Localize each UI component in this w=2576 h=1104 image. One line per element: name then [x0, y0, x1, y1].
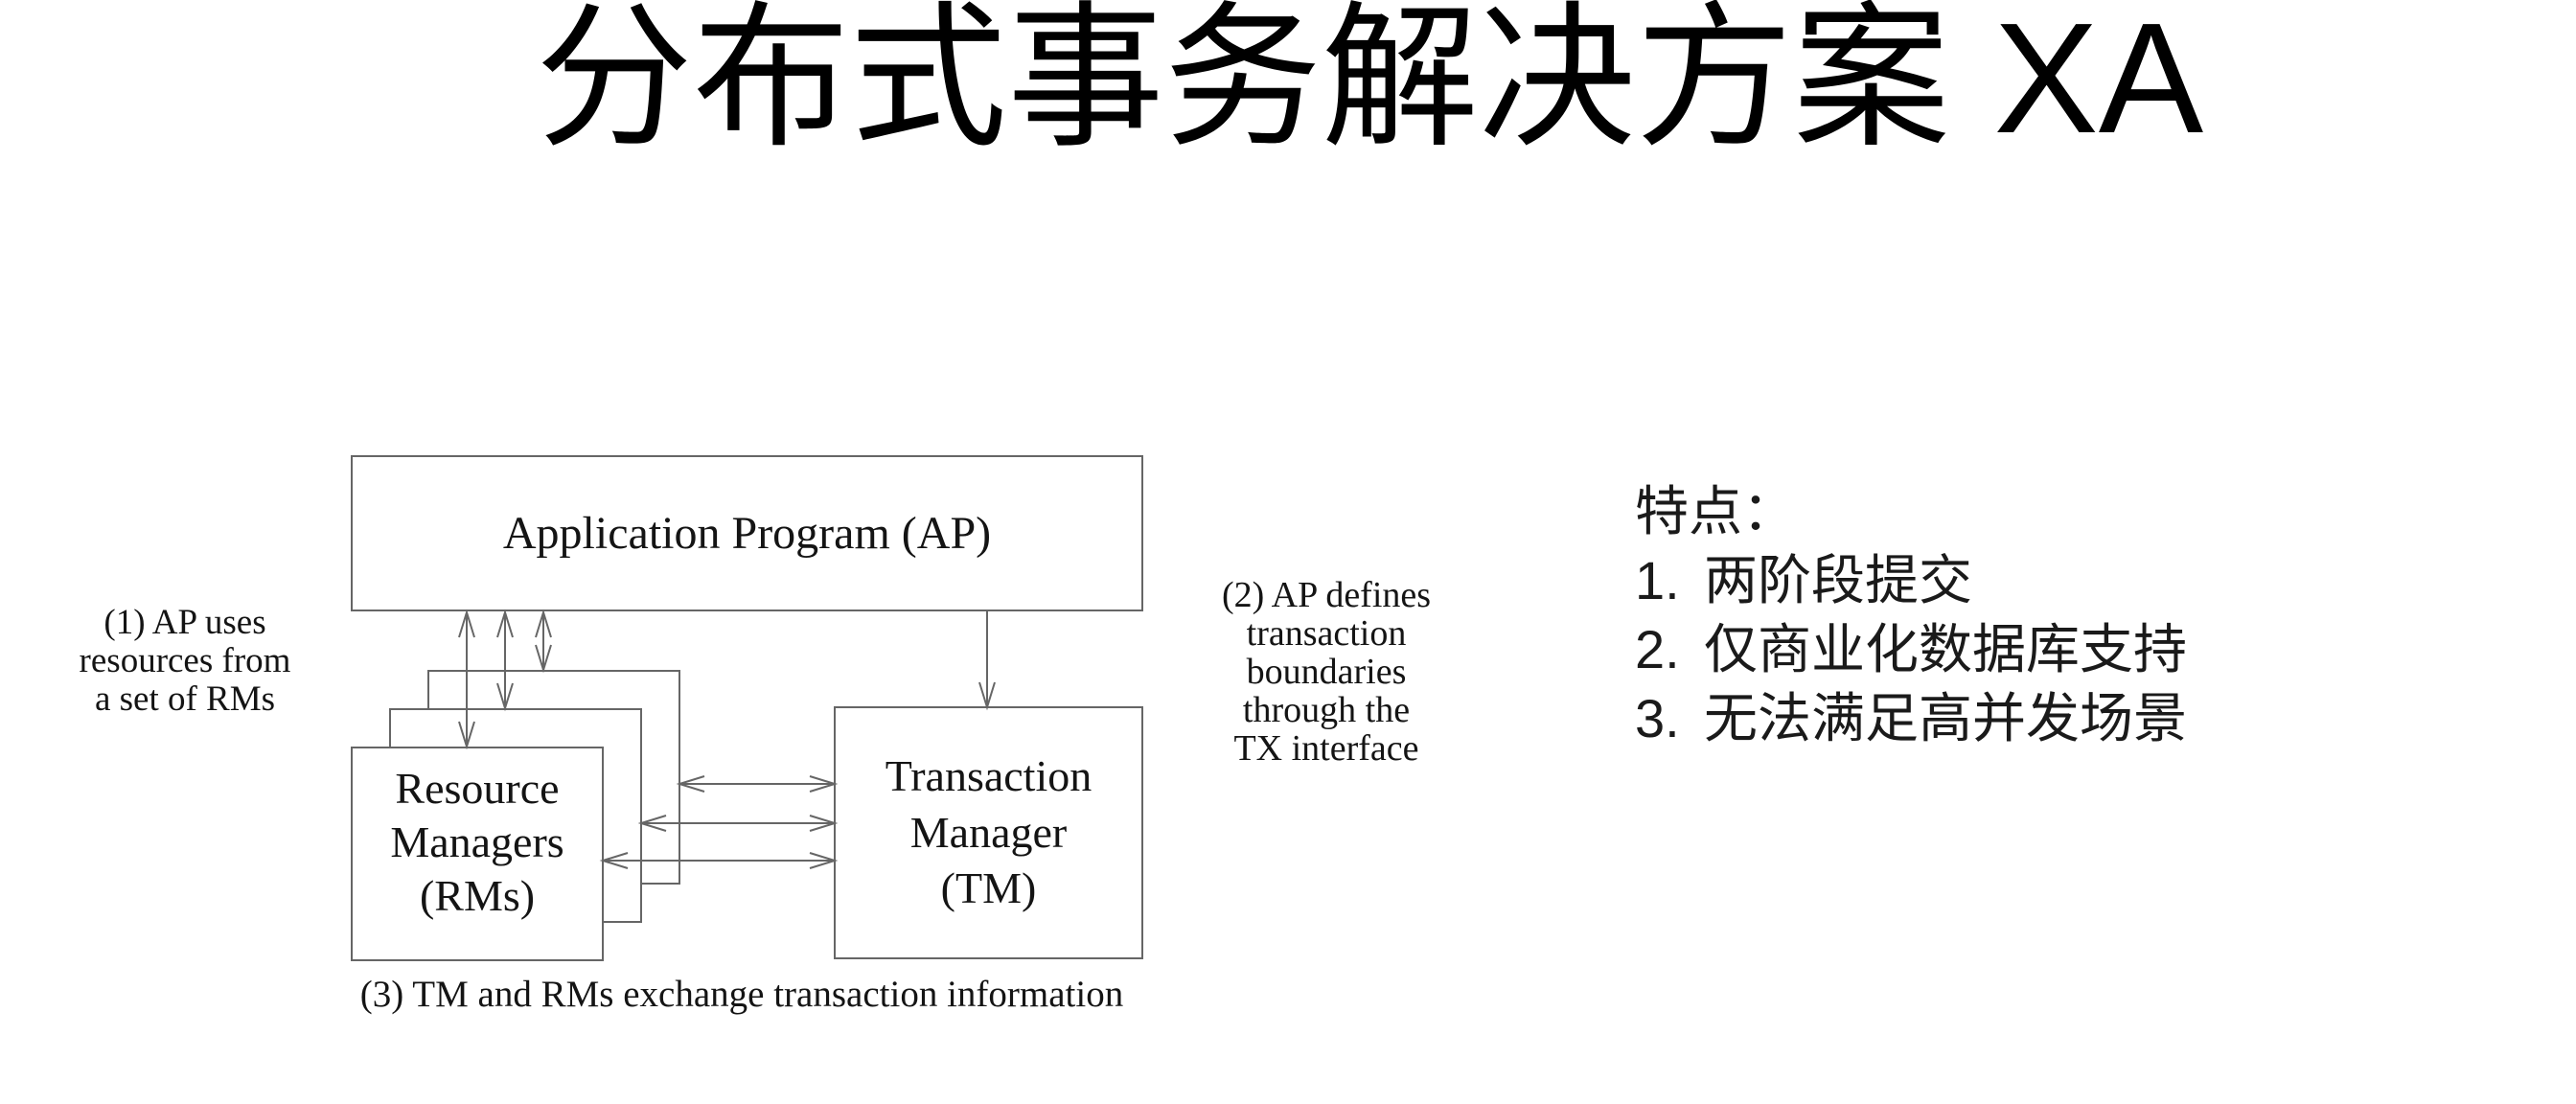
features-title: 特点：	[1635, 481, 1796, 541]
feature-item-3: 3. 无法满足高并发场景	[1635, 684, 2187, 753]
feature-number: 3.	[1635, 688, 1680, 748]
ap-rm-arrow-1	[458, 609, 475, 750]
feature-number: 1.	[1635, 550, 1680, 610]
rm-tm-arrow-2	[637, 815, 839, 832]
feature-text: 两阶段提交	[1704, 550, 1972, 610]
rm-tm-arrow-1	[676, 775, 839, 793]
ap-rm-arrow-2	[496, 609, 514, 712]
note-tm-rm-exchange: (3) TM and RMs exchange transaction info…	[359, 974, 1124, 1015]
feature-item-1: 1. 两阶段提交	[1635, 546, 2187, 615]
slide-title: 分布式事务解决方案 XA	[535, 0, 2204, 166]
xa-architecture-diagram	[351, 455, 1143, 961]
feature-text: 无法满足高并发场景	[1704, 688, 2187, 748]
tm-box	[834, 706, 1143, 959]
feature-text: 仅商业化数据库支持	[1704, 619, 2187, 679]
note-ap-tx-interface: (2) AP defines transaction boundaries th…	[1221, 575, 1432, 769]
diagram-arrows	[458, 609, 996, 869]
rm-box-front	[351, 747, 604, 961]
ap-rm-arrow-3	[535, 609, 552, 674]
features-panel: 特点： 1. 两阶段提交 2. 仅商业化数据库支持 3. 无法满足高并发场景	[1635, 477, 2187, 753]
ap-box	[351, 455, 1143, 611]
note-ap-uses-rms: (1) AP uses resources from a set of RMs	[79, 603, 291, 719]
feature-number: 2.	[1635, 619, 1680, 679]
feature-item-2: 2. 仅商业化数据库支持	[1635, 615, 2187, 684]
rm-tm-arrow-3	[599, 852, 839, 869]
ap-tm-arrow	[978, 610, 996, 711]
